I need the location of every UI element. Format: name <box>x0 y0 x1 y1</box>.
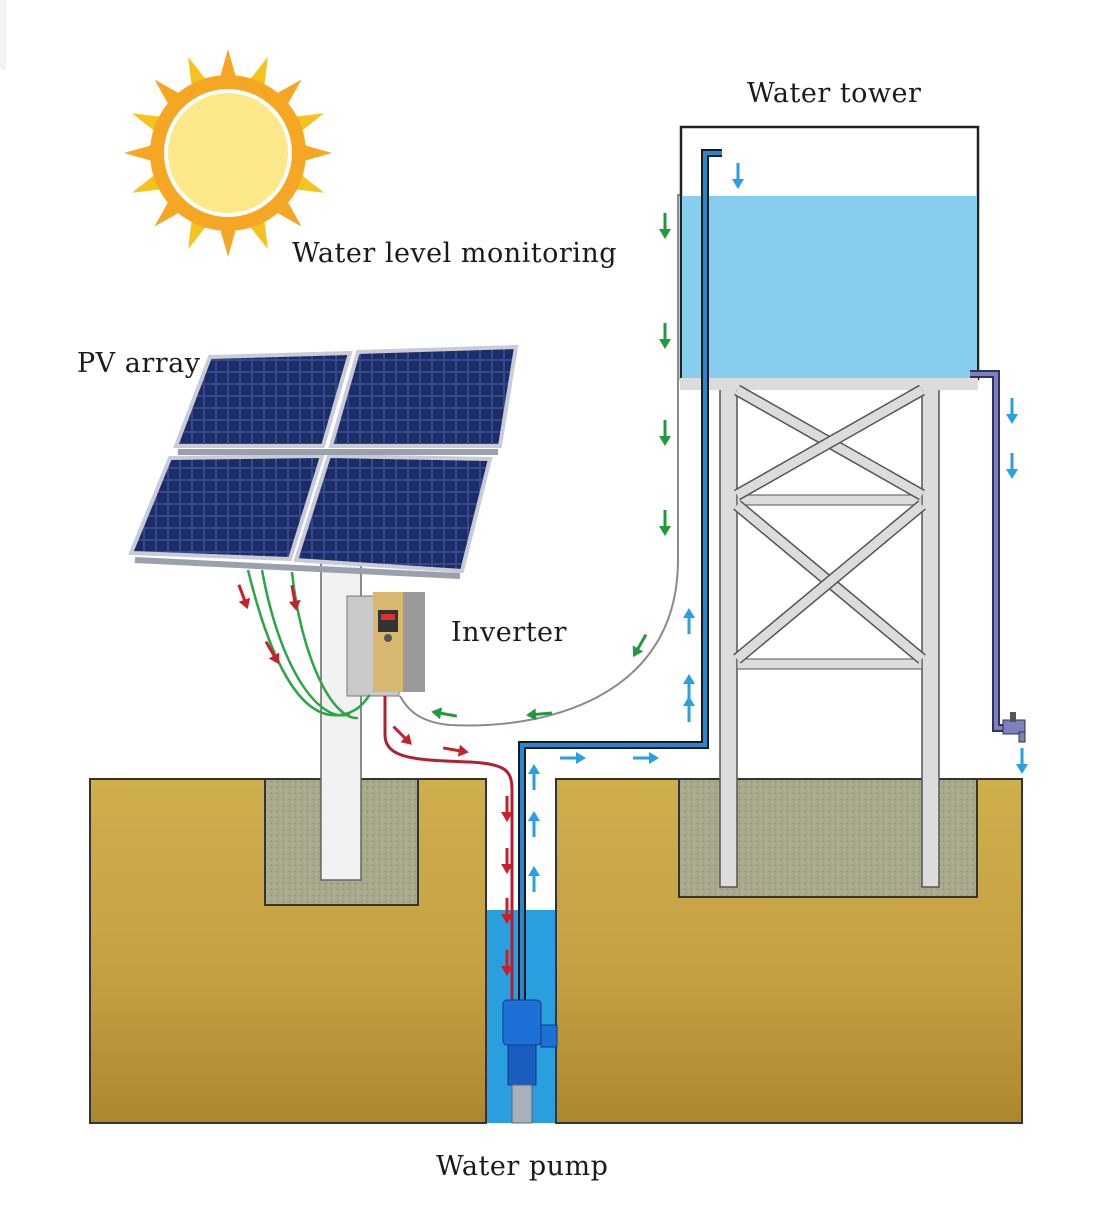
water-flow-arrow <box>528 811 540 837</box>
sun-ray <box>124 143 159 163</box>
power-flow-arrow <box>237 584 251 610</box>
signal-flow-arrow <box>659 323 671 349</box>
water-level-monitoring-label: Water level monitoring <box>292 238 618 269</box>
water-flow-arrow <box>1006 398 1018 424</box>
signal-flow-arrow <box>526 708 553 721</box>
inverter-icon <box>346 592 425 697</box>
water-flow-arrow <box>560 752 586 764</box>
water-flow-arrow <box>1016 748 1028 774</box>
pv-array-label: PV array <box>77 348 201 379</box>
water-pump-label: Water pump <box>436 1151 609 1182</box>
water-flow-arrow <box>528 866 540 892</box>
water-flow-arrow <box>683 674 695 700</box>
power-flow-arrow <box>501 796 513 822</box>
signal-flow-arrow <box>431 707 458 720</box>
outlet-pipe <box>970 370 1016 732</box>
power-flow-arrow <box>501 848 513 874</box>
tap-icon <box>1002 712 1026 743</box>
pump-icon <box>502 999 558 1124</box>
signal-flow-arrow <box>632 633 648 658</box>
sun-ray <box>297 143 332 163</box>
power-flow-arrow <box>264 640 280 665</box>
water-flow-arrow <box>683 608 695 634</box>
water-flow-arrow <box>683 696 695 722</box>
solar-panel-icon <box>128 344 519 579</box>
power-flow-arrow <box>392 725 412 745</box>
water-flow-arrow <box>1006 453 1018 479</box>
ground <box>89 778 1023 1124</box>
signal-flow-arrow <box>659 510 671 536</box>
water-tower-icon <box>679 125 980 888</box>
sun-icon <box>124 49 332 257</box>
sun-ray <box>218 49 238 84</box>
signal-flow-arrow <box>659 420 671 446</box>
water-flow-arrow <box>732 163 744 189</box>
water-flow-arrow <box>633 752 659 764</box>
supply-pipe <box>518 149 722 1000</box>
signal-flow-arrow <box>659 213 671 239</box>
power-flow-arrow <box>501 898 513 924</box>
power-flow-arrow <box>442 744 469 757</box>
flow-arrows <box>237 163 1028 976</box>
pump-power-cable <box>383 696 514 1000</box>
power-flow-arrow <box>288 584 301 611</box>
water-tower-label: Water tower <box>747 78 922 109</box>
sun-ray <box>218 222 238 257</box>
inverter-label: Inverter <box>451 617 567 648</box>
water-flow-arrow <box>528 948 540 974</box>
water-flow-arrow <box>528 764 540 790</box>
power-flow-arrow <box>501 950 513 976</box>
